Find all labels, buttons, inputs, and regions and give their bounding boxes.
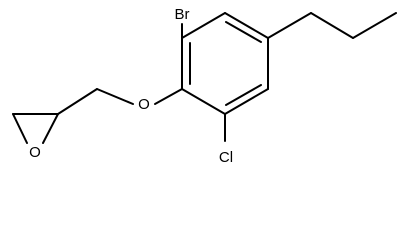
propyl-bond-3 <box>352 12 397 39</box>
bond-ch2-epoxide <box>57 88 98 115</box>
atom-label-o-ether: O <box>138 96 150 113</box>
atom-label-br: Br <box>175 6 190 23</box>
propyl-chain <box>267 12 397 39</box>
atom-label-cl: Cl <box>219 149 233 166</box>
propyl-bond-2 <box>310 12 354 39</box>
ring-double-bond-c4-c5 <box>225 84 262 106</box>
atom-label-o-epoxide: O <box>29 144 41 161</box>
structure-diagram: Br Cl O O <box>12 6 397 166</box>
epoxide-bond-c-o-right <box>42 113 59 144</box>
ring-bond-c4-c5 <box>224 88 269 115</box>
ring-bond-c5-c6 <box>181 88 226 115</box>
bond-o-ch2 <box>96 88 134 105</box>
ring-bond-c1-c2 <box>181 12 226 39</box>
propyl-bond-1 <box>267 12 312 39</box>
ring-bond-c2-c3 <box>224 12 269 39</box>
bond-c-o-ether <box>154 88 183 105</box>
ring-double-bond-c2-c3 <box>225 21 262 43</box>
benzene-ring <box>181 12 269 115</box>
epoxide-bond-c-o-left <box>12 113 28 144</box>
epoxide-ring <box>12 113 59 144</box>
